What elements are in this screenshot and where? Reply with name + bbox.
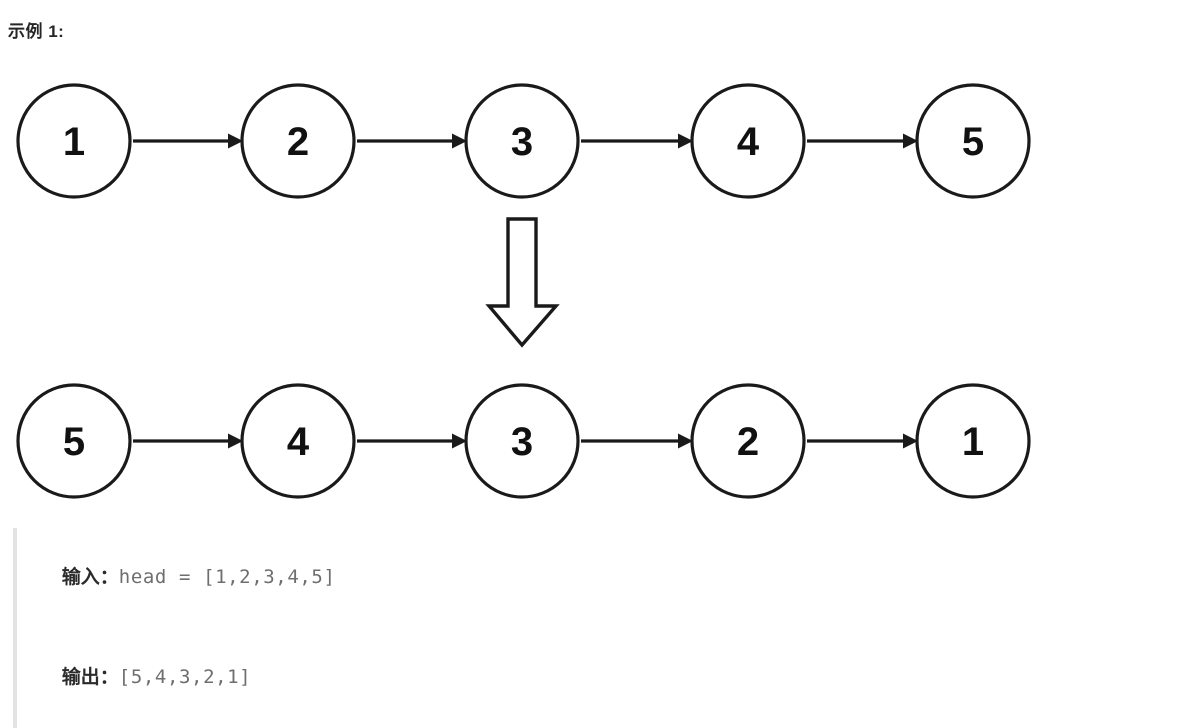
row-reversed-connectors <box>133 433 918 449</box>
arrow-connector <box>133 133 243 149</box>
node-value: 3 <box>511 420 533 464</box>
node-value: 1 <box>962 420 984 464</box>
page-title: 示例 1: <box>8 22 65 41</box>
list-node: 5 <box>915 83 1031 199</box>
node-circle <box>690 83 806 199</box>
output-value: [5,4,3,2,1] <box>118 666 252 688</box>
input-value: head = [1,2,3,4,5] <box>118 566 336 588</box>
node-value: 4 <box>737 120 760 164</box>
node-circle <box>915 83 1031 199</box>
arrow-connector <box>133 433 243 449</box>
row-original-connectors <box>133 133 918 149</box>
list-node: 3 <box>464 383 580 499</box>
output-line: 输出：[5,4,3,2,1] <box>44 628 336 728</box>
node-value: 5 <box>63 420 85 464</box>
node-circle <box>240 83 356 199</box>
list-node: 4 <box>240 383 356 499</box>
list-node: 4 <box>690 83 806 199</box>
node-circle <box>464 83 580 199</box>
list-node: 2 <box>690 383 806 499</box>
arrow-connector <box>581 433 693 449</box>
output-label: 输出： <box>61 667 119 688</box>
list-node: 5 <box>16 383 132 499</box>
node-circle <box>240 383 356 499</box>
arrow-connector <box>807 133 918 149</box>
arrow-connector <box>357 433 467 449</box>
linked-list-row-reversed: 5 4 3 2 1 <box>16 383 1031 499</box>
node-value: 5 <box>962 120 984 164</box>
node-value: 2 <box>737 420 759 464</box>
list-node: 3 <box>464 83 580 199</box>
list-node: 2 <box>240 83 356 199</box>
node-value: 3 <box>511 120 533 164</box>
node-value: 4 <box>287 420 310 464</box>
linked-list-row-original: 1 2 3 4 5 <box>16 83 1031 199</box>
node-value: 1 <box>63 120 85 164</box>
node-circle <box>16 83 132 199</box>
node-circle <box>690 383 806 499</box>
node-value: 2 <box>287 120 309 164</box>
list-node: 1 <box>16 83 132 199</box>
node-circle <box>464 383 580 499</box>
transform-down-arrow-icon <box>485 217 560 348</box>
node-circle <box>16 383 132 499</box>
node-circle <box>915 383 1031 499</box>
input-label: 输入： <box>61 567 119 588</box>
arrow-connector <box>357 133 467 149</box>
arrow-connector <box>581 133 693 149</box>
list-node: 1 <box>915 383 1031 499</box>
linked-list-diagram: 1 2 3 4 5 <box>16 83 1031 499</box>
input-line: 输入：head = [1,2,3,4,5] <box>44 528 336 628</box>
io-blockquote: 输入：head = [1,2,3,4,5] 输出：[5,4,3,2,1] <box>13 528 336 728</box>
arrow-connector <box>807 433 918 449</box>
